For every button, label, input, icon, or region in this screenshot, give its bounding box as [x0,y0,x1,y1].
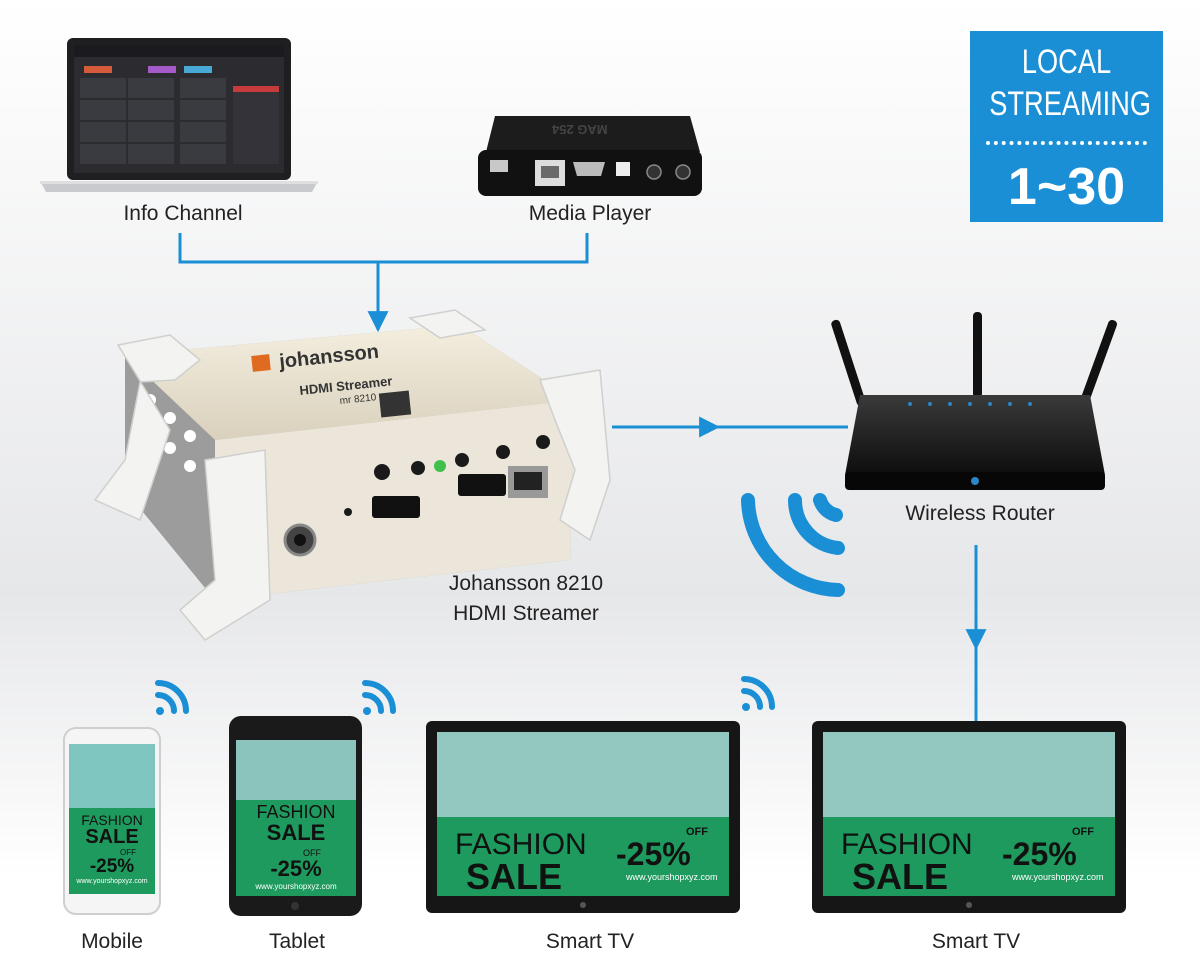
ad-mobile-url: www.yourshopxyz.com [76,878,148,885]
hdmi-streamer-icon: johansson HDMI Streamer mr 8210 [93,309,611,641]
ad-tv1-url: www.yourshopxyz.com [626,872,718,882]
label-streamer-line1: Johansson 8210 [448,572,604,595]
player-brand-text: MAG 254 [552,122,608,137]
ad-mobile-off: OFF [120,848,136,857]
ad-tv1-discount: -25% [616,836,691,872]
label-streamer-line2: HDMI Streamer [453,602,599,625]
streamer-model-no: mr 8210 [339,392,377,407]
ad-mobile-word2: SALE [85,826,139,848]
label-router: Wireless Router [905,502,1055,525]
ad-tv2-word1: FASHION [841,828,973,861]
label-mobile: Mobile [81,930,143,953]
ad-tv2-discount: -25% [1002,836,1077,872]
label-smart-tv-1: Smart TV [545,930,635,953]
wifi-signal-tablet-icon [362,680,396,715]
badge-range: 1~30 [1007,158,1126,216]
label-media-player: Media Player [528,202,652,225]
mobile-phone-icon [63,727,161,915]
ad-tablet-word1: FASHION [256,802,336,822]
smart-tv-1-icon [426,721,740,913]
ad-tv1-off: OFF [686,826,708,838]
ad-mobile-discount: -25% [89,856,135,877]
ad-tablet-discount: -25% [270,856,322,881]
ad-tablet-url: www.yourshopxyz.com [255,882,337,891]
label-tablet: Tablet [268,930,326,953]
badge-dots [986,141,1147,145]
ad-tv1-word2: SALE [466,856,563,897]
smart-tv-2-icon [812,721,1126,913]
media-player-icon [478,116,702,196]
wifi-signal-mobile-icon [155,680,189,715]
badge-line-1: LOCAL [1021,43,1112,81]
ad-tv2-url: www.yourshopxyz.com [1012,872,1104,882]
laptop-icon [40,38,318,192]
label-info-channel: Info Channel [123,202,243,225]
wifi-signal-large-icon [741,493,845,597]
connector-lines [178,233,987,722]
ad-mobile-word1: FASHION [81,812,143,828]
ad-tablet-word2: SALE [266,820,326,845]
badge-line-2: STREAMING [989,85,1151,123]
ad-tv2-word2: SALE [852,856,949,897]
ad-tablet-off: OFF [303,848,321,858]
wireless-router-icon [831,312,1117,490]
ad-tv2-off: OFF [1072,826,1094,838]
wifi-signal-tv-icon [741,676,775,711]
label-smart-tv-2: Smart TV [931,930,1021,953]
connector-sources [178,233,589,264]
tablet-icon [229,716,362,916]
ad-tv1-word1: FASHION [455,828,587,861]
local-streaming-badge: LOCAL STREAMING 1~30 [970,31,1163,222]
